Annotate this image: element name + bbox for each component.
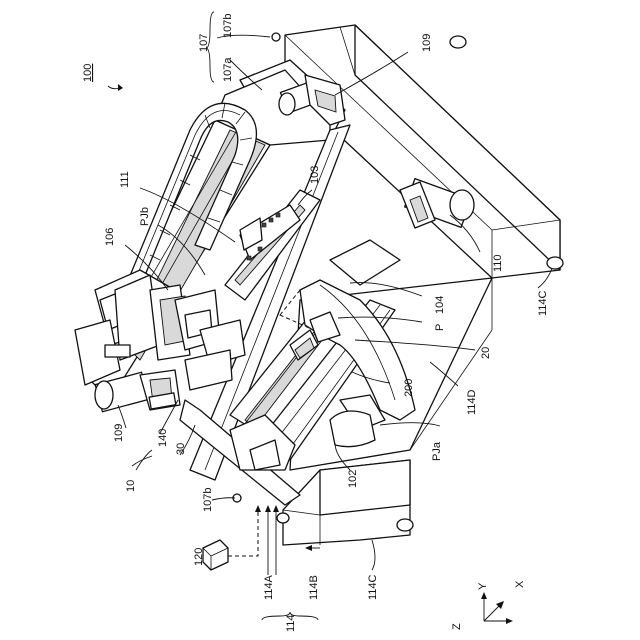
label-107: 107 [198, 34, 210, 52]
label-PJa: PJa [431, 441, 443, 461]
label-100: 100 [82, 64, 94, 82]
label-114C-bottom: 114C [367, 574, 379, 600]
axis-triad [481, 592, 513, 624]
controller-120 [203, 540, 228, 570]
label-30: 30 [175, 443, 187, 455]
axis-label-z: Z [451, 623, 463, 630]
label-114B: 114B [308, 575, 320, 600]
label-107a: 107a [222, 57, 234, 82]
label-114D: 114D [466, 389, 478, 415]
label-200: 200 [403, 379, 415, 397]
label-109-left: 109 [113, 424, 125, 442]
label-114: 114 [285, 614, 297, 632]
label-106: 106 [104, 228, 116, 246]
label-107b-top: 107b [222, 14, 234, 38]
label-PJb: PJb [139, 207, 151, 226]
label-109-top: 109 [421, 34, 433, 52]
label-104: 104 [434, 296, 446, 314]
label-103: 103 [309, 166, 321, 184]
label-102: 102 [347, 470, 359, 488]
label-114A: 114A [263, 574, 275, 600]
label-10: 10 [125, 480, 137, 492]
axis-labels: Y X Z [451, 580, 526, 630]
axis-label-y: Y [477, 582, 489, 590]
axis-label-x: X [514, 580, 526, 588]
label-111: 111 [119, 171, 131, 188]
label-20: 20 [480, 347, 492, 359]
label-P: P [434, 324, 446, 331]
label-107b-bottom: 107b [202, 488, 214, 512]
label-140: 140 [157, 429, 169, 447]
label-120: 120 [193, 548, 205, 566]
label-114C-top: 114C [537, 290, 549, 316]
label-110: 110 [492, 254, 504, 272]
